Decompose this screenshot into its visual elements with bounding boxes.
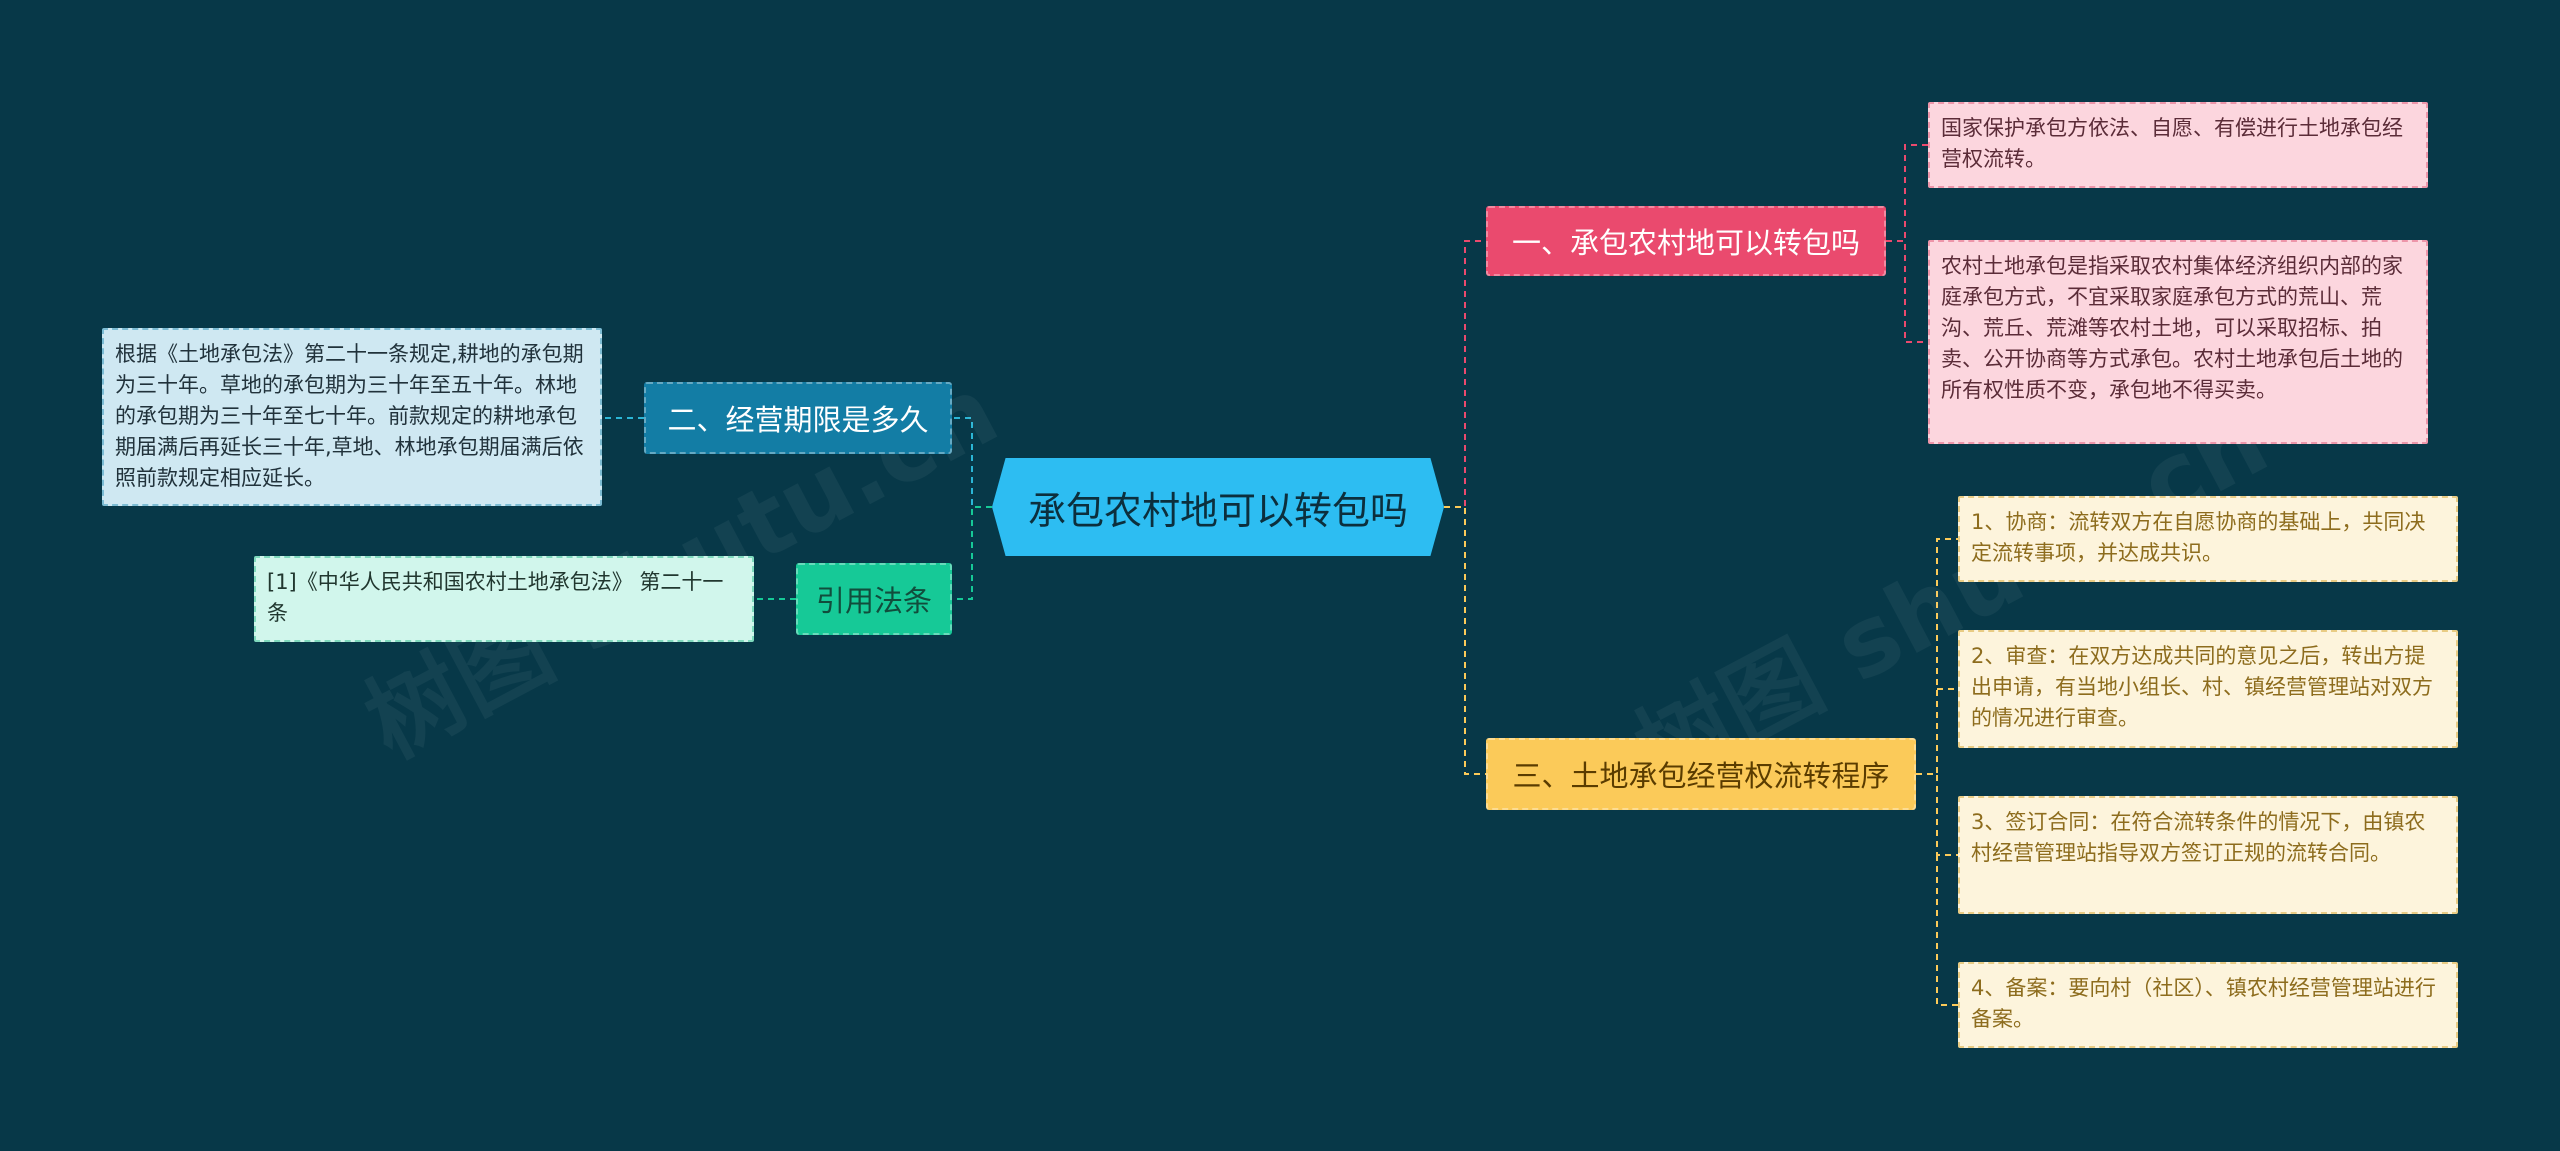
leaf-transfer-protection[interactable]: 国家保护承包方依法、自愿、有偿进行土地承包经营权流转。: [1928, 102, 2428, 188]
link-central-b4: [1444, 506, 1486, 775]
leaf-contract-definition[interactable]: 农村土地承包是指采取农村集体经济组织内部的家庭承包方式，不宜采取家庭承包方式的荒…: [1928, 240, 2428, 444]
leaf-step-filing[interactable]: 4、备案：要向村（社区）、镇农村经营管理站进行备案。: [1958, 962, 2458, 1048]
link-central-b3: [952, 506, 992, 600]
branch-term-length[interactable]: 二、经营期限是多久: [644, 382, 952, 454]
branch-cited-law[interactable]: 引用法条: [796, 563, 952, 635]
leaf-law-citation[interactable]: [1]《中华人民共和国农村土地承包法》 第二十一条: [254, 556, 754, 642]
link-central-b2: [952, 417, 992, 508]
branch-transfer-procedure[interactable]: 三、土地承包经营权流转程序: [1486, 738, 1916, 810]
link-b4-leaf1: [1916, 538, 1958, 775]
leaf-term-rules[interactable]: 根据《土地承包法》第二十一条规定,耕地的承包期为三十年。草地的承包期为三十年至五…: [102, 328, 602, 506]
leaf-step-contract[interactable]: 3、签订合同：在符合流转条件的情况下，由镇农村经营管理站指导双方签订正规的流转合…: [1958, 796, 2458, 914]
link-b1-leaf2: [1886, 240, 1928, 343]
branch-can-sublease[interactable]: 一、承包农村地可以转包吗: [1486, 206, 1886, 276]
link-central-b1: [1444, 240, 1486, 508]
leaf-step-review[interactable]: 2、审查：在双方达成共同的意见之后，转出方提出申请，有当地小组长、村、镇经营管理…: [1958, 630, 2458, 748]
link-b4-leaf3: [1916, 773, 1958, 856]
link-b1-leaf1: [1886, 144, 1928, 242]
leaf-step-negotiate[interactable]: 1、协商：流转双方在自愿协商的基础上，共同决定流转事项，并达成共识。: [1958, 496, 2458, 582]
link-b4-leaf4: [1936, 855, 1958, 1006]
central-topic[interactable]: 承包农村地可以转包吗: [992, 458, 1444, 556]
